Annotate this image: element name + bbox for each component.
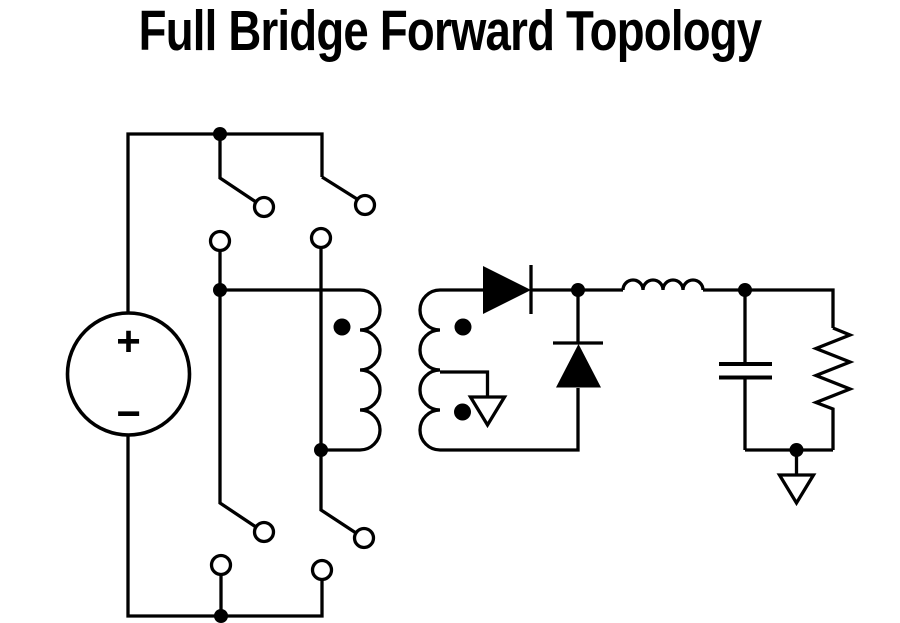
voltage-source-minus-label: − [116,390,141,437]
output-inductor [621,278,835,328]
switch-leg-wire [319,247,357,535]
junction-dot [571,283,585,297]
inductor-coil [621,278,705,291]
switch-pole-contact [208,229,232,253]
diode-triangle [556,344,601,388]
diagram-title: Full Bridge Forward Topology [138,0,763,63]
voltage-source-plus-label: + [116,318,141,365]
junction-dot [738,283,752,297]
resistor-zigzag [811,326,855,450]
input-loop-wires [126,132,360,618]
output-capacitor [719,290,772,450]
inductor-output-wire [703,288,835,328]
junction-dot [314,443,328,457]
secondary-ground [467,395,508,429]
bridge-switch-bottom-left [209,250,276,616]
primary-winding [321,288,382,452]
junction-dot [213,127,227,141]
primary-phase-dot [333,318,351,336]
diode-triangle [483,266,531,314]
secondary-lower-phase-dot [454,403,471,421]
switch-blade [218,134,257,204]
voltage-source-symbol [65,311,192,437]
switch-pole-contact [310,558,334,582]
center-tap-wire [440,370,490,397]
switch-blade-contact [352,526,376,550]
junction-dots [213,127,804,623]
secondary-winding [418,288,580,452]
switch-blade-contact [252,195,276,219]
switch-blade-contact [353,193,377,217]
forward-diode [483,265,623,314]
bridge-switch-bottom-right [310,247,376,582]
voltage-source: + − [65,311,192,437]
output-ground [776,450,817,507]
wire-bottom-rail [126,435,324,618]
bridge-switch-top-right [309,175,377,250]
switch-pole-contact [209,553,233,577]
junction-dot [213,283,227,297]
switch-blade-contact [252,520,276,544]
switch-leg-wire [218,250,257,529]
ground-triangle-icon [776,473,817,507]
transformer [321,288,580,452]
junction-dot [214,609,228,623]
ground-triangle-icon [467,395,508,429]
switch-pole-contact [309,226,333,250]
junction-dot [789,443,804,457]
freewheeling-diode [553,290,603,388]
bridge-switch-top-left [208,134,276,253]
secondary-upper-phase-dot [454,318,472,336]
switch-blade [321,175,358,201]
load-resistor [811,326,855,450]
